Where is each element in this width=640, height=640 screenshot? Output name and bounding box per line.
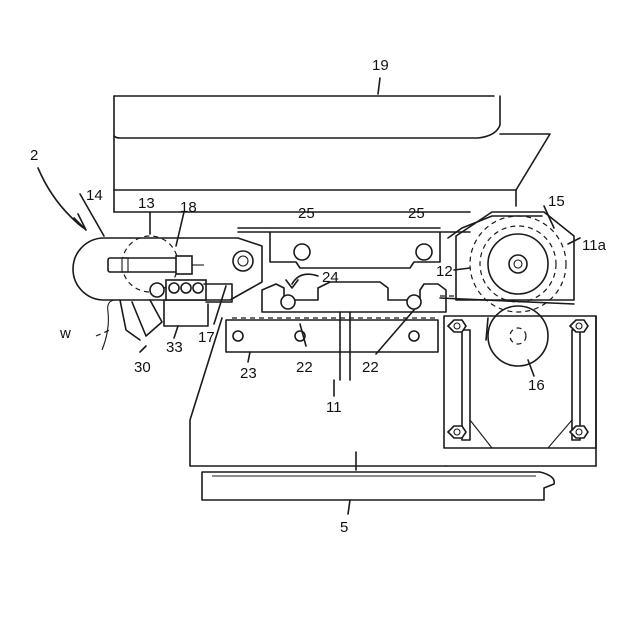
label-23: 23 — [240, 365, 257, 382]
label-33: 33 — [166, 339, 183, 356]
label-12: 12 — [436, 263, 453, 280]
label-22b: 22 — [362, 359, 379, 376]
label-22a: 22 — [296, 359, 313, 376]
label-15: 15 — [548, 193, 565, 210]
hex-bolt-tl — [448, 320, 466, 332]
slide-plate-11 — [262, 232, 446, 396]
arrow-2 — [38, 168, 86, 230]
label-30: 30 — [134, 359, 151, 376]
label-14: 14 — [86, 187, 103, 204]
label-13: 13 — [138, 195, 155, 212]
guide-plate-23 — [226, 310, 438, 362]
gear-housing-15 — [440, 206, 580, 312]
label-w: w — [59, 325, 71, 342]
label-5: 5 — [340, 519, 348, 536]
hex-bolt-bl — [448, 426, 466, 438]
label-25b: 25 — [408, 205, 425, 222]
label-17: 17 — [198, 329, 215, 346]
label-25a: 25 — [298, 205, 315, 222]
label-16: 16 — [528, 377, 545, 394]
label-18: 18 — [180, 199, 197, 216]
arrow-24 — [286, 274, 318, 288]
base-rail-5 — [202, 452, 554, 514]
label-11: 11 — [326, 399, 342, 416]
top-cover-19 — [114, 78, 550, 212]
label-11a: 11a — [582, 237, 607, 254]
motor-box-16 — [444, 306, 596, 448]
label-2: 2 — [30, 147, 38, 164]
label-19: 19 — [372, 57, 389, 74]
label-24: 24 — [322, 269, 339, 286]
